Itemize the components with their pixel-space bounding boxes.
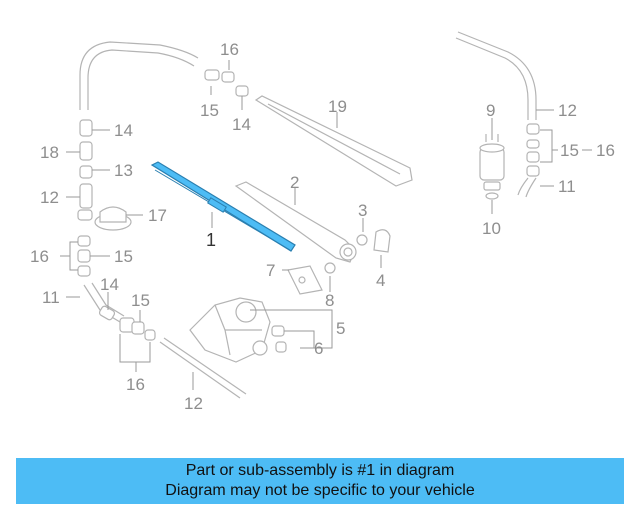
callout-15-lower: 15 (131, 291, 150, 310)
callout-18: 18 (40, 143, 59, 162)
hose-lower (159, 337, 247, 399)
callout-4: 4 (376, 271, 385, 290)
callout-14-lower: 14 (100, 275, 119, 294)
info-banner: Part or sub-assembly is #1 in diagram Di… (16, 458, 624, 504)
wiper-arm-2 (234, 181, 357, 263)
callout-8: 8 (325, 291, 334, 310)
bracket-7 (287, 265, 323, 295)
callout-16-left: 16 (30, 247, 49, 266)
callout-7: 7 (266, 261, 275, 280)
callout-2: 2 (290, 173, 299, 192)
wiper-blade-1-highlighted (150, 161, 296, 252)
callout-17: 17 (148, 206, 167, 225)
top-fittings (204, 69, 249, 97)
callout-19: 19 (328, 97, 347, 116)
washer-hose-left (79, 41, 199, 110)
callout-16-right: 16 (596, 141, 615, 160)
nozzle-cap (94, 206, 132, 231)
callout-16-lower: 16 (126, 375, 145, 394)
callout-16-top: 16 (220, 40, 239, 59)
callout-12-lower: 12 (184, 394, 203, 413)
callout-15-left: 15 (114, 247, 133, 266)
callout-1: 1 (206, 230, 216, 250)
callout-14-top: 14 (232, 115, 251, 134)
washer-pump (479, 134, 505, 200)
grommet-8 (324, 262, 336, 274)
callout-15-right: 15 (560, 141, 579, 160)
callout-6: 6 (314, 339, 323, 358)
callout-3: 3 (358, 201, 367, 220)
callout-5: 5 (336, 319, 345, 338)
callout-13: 13 (114, 161, 133, 180)
callout-15-top: 15 (200, 101, 219, 120)
callout-10: 10 (482, 219, 501, 238)
callout-11-right: 11 (558, 177, 576, 196)
wiper-motor-assembly (189, 297, 287, 363)
washer-hose-right (455, 31, 540, 198)
banner-line-1: Part or sub-assembly is #1 in diagram (185, 462, 455, 479)
nut-3 (356, 234, 368, 246)
banner-line-2: Diagram may not be specific to your vehi… (165, 482, 475, 499)
callout-12-right: 12 (558, 101, 577, 120)
callout-11-left: 11 (42, 288, 60, 307)
fittings-left-column (77, 119, 156, 341)
callout-12-left: 12 (40, 188, 59, 207)
parts-diagram: 16 15 14 19 14 18 13 12 17 1 2 3 4 16 15… (30, 31, 615, 413)
wiper-blade-19 (254, 95, 413, 187)
cap-4 (373, 229, 391, 253)
leader-lines (60, 60, 558, 390)
callout-14-left: 14 (114, 121, 133, 140)
callout-9: 9 (486, 101, 495, 120)
